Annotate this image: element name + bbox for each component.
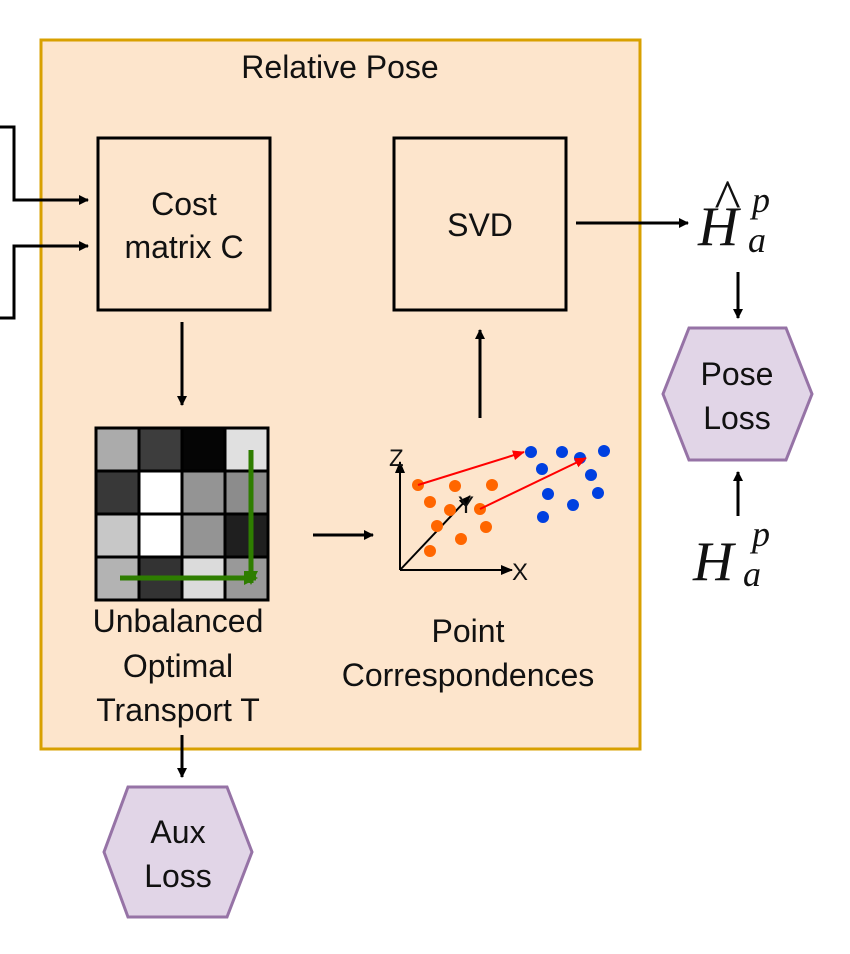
target-point [585,469,597,481]
transport-grid-cell [137,426,184,473]
transport-grid-cell [223,512,270,559]
transport-grid [94,426,270,602]
source-point [449,480,461,492]
x-axis-label: X [512,559,528,586]
transport-label-line3: Transport T [96,692,260,728]
z-axis-label: Z [389,445,404,472]
correspondences-label-line1: Point [432,613,505,649]
source-point [424,545,436,557]
target-point [542,488,554,500]
pose-loss-hexagon [661,326,814,462]
pose-loss-label-line2: Loss [703,400,771,436]
y-axis-line [399,495,471,571]
svd-block [392,136,568,312]
source-point [444,504,456,516]
y-axis-label: Y [458,492,474,519]
cost-matrix-label-line2: matrix C [124,229,243,265]
correspondences-label-line2: Correspondences [342,657,595,693]
transport-label-line2: Optimal [123,648,233,684]
aux-loss-label-line1: Aux [150,814,205,850]
input-connector-bottom [0,241,89,320]
cost-matrix-label-line1: Cost [151,186,217,222]
pose-loss-label-line1: Pose [701,356,774,392]
match-arrow-top [417,450,525,486]
transport-label-line1: Unbalanced [93,603,264,639]
target-point [556,446,568,458]
estimate-superscript: p [749,180,770,220]
svd-label: SVD [447,207,513,243]
input-connector-top [0,125,89,205]
estimate-base: H [697,196,741,258]
transport-grid-cell [94,469,141,516]
aux-loss-hexagon [102,785,254,919]
ground-truth-pose-symbol: H p a [692,514,770,594]
ground-truth-base: H [692,531,736,593]
transport-grid-cell [223,469,270,516]
ground-truth-superscript: p [749,514,770,554]
target-point [536,463,548,475]
ground-truth-subscript: a [743,554,761,594]
source-point [431,520,443,532]
relative-pose-title: Relative Pose [241,49,438,85]
target-point [592,487,604,499]
transport-grid-cell [94,426,141,473]
transport-grid-cell [180,512,227,559]
source-points [412,479,498,557]
estimate-accent: ^ [713,169,740,231]
transport-grid-cell [94,512,141,559]
target-point [567,499,579,511]
target-point [598,445,610,457]
transport-grid-cell [137,469,184,516]
point-correspondence-plot: Z Y X [389,445,610,586]
target-point [525,446,537,458]
estimated-pose-symbol: ^ H p a [697,169,770,260]
transport-grid-cell [180,426,227,473]
transport-grid-cell [137,512,184,559]
source-point [424,496,436,508]
source-point [480,521,492,533]
target-point [537,511,549,523]
cost-matrix-block [96,136,272,312]
source-point [455,533,467,545]
source-point [486,479,498,491]
aux-loss-label-line2: Loss [144,858,212,894]
transport-grid-cell [180,469,227,516]
transport-grid-cell [223,426,270,473]
estimate-subscript: a [748,220,766,260]
match-arrow-bottom [479,457,587,510]
